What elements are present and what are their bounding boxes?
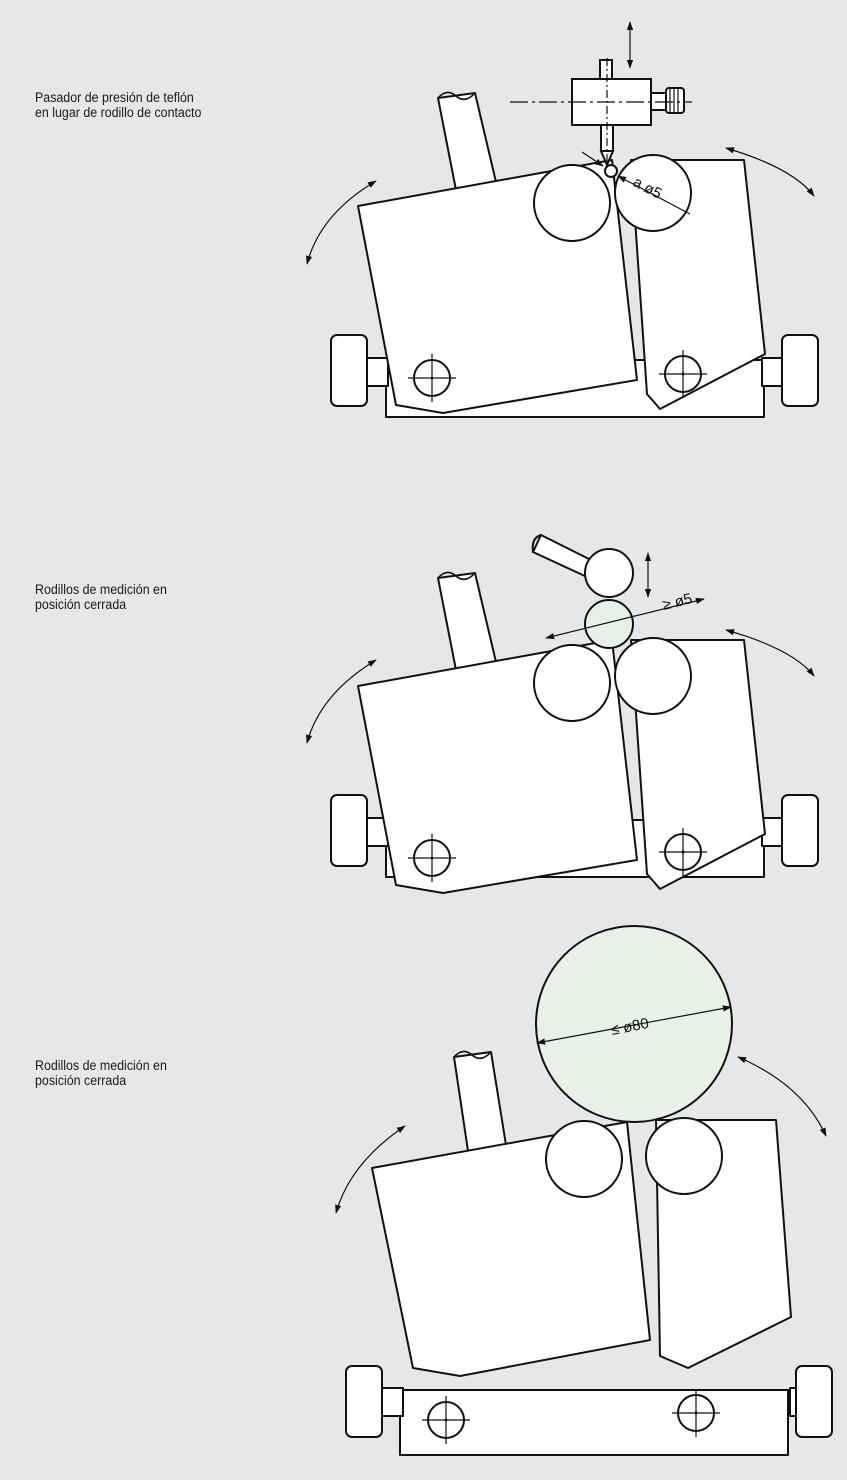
- swing-arrows: [305, 147, 827, 1214]
- right-knob: [781, 334, 819, 407]
- caption-line: Rodillos de medición en: [35, 1058, 167, 1073]
- measuring-roller-left: [533, 164, 611, 242]
- caption-line: posición cerrada: [35, 1073, 127, 1088]
- caption-line: en lugar de rodillo de contacto: [35, 105, 202, 120]
- caption-line: posición cerrada: [35, 597, 127, 612]
- caption-rollers-closed-2: Rodillos de medición en posición cerrada: [35, 1058, 167, 1088]
- caption-rollers-closed-1: Rodillos de medición en posición cerrada: [35, 582, 167, 612]
- caption-line: Pasador de presión de teflón: [35, 90, 194, 105]
- shaft: [437, 92, 497, 191]
- shaft: [453, 1051, 507, 1152]
- measuring-roller-right: [614, 154, 692, 232]
- shaft: [437, 572, 497, 671]
- pivot-centers: [430, 372, 698, 1422]
- left-knob: [330, 334, 368, 407]
- caption-teflon-pin: Pasador de presión de teflón en lugar de…: [35, 90, 201, 120]
- right-knob-stem: [761, 357, 785, 387]
- caption-line: Rodillos de medición en: [35, 582, 167, 597]
- dimension-max-diameter: ≤ ø80: [610, 1015, 651, 1039]
- diagram-teflon-pin: [330, 91, 819, 418]
- diagram-rollers-closed-1: [330, 571, 819, 894]
- specimen-small: [584, 599, 634, 649]
- diagram-rollers-closed-2: [345, 1050, 833, 1456]
- contact-roller-assembly: [531, 533, 634, 649]
- left-knob-stem: [365, 357, 389, 387]
- dimension-min-diameter: ≥ ø5: [661, 590, 694, 614]
